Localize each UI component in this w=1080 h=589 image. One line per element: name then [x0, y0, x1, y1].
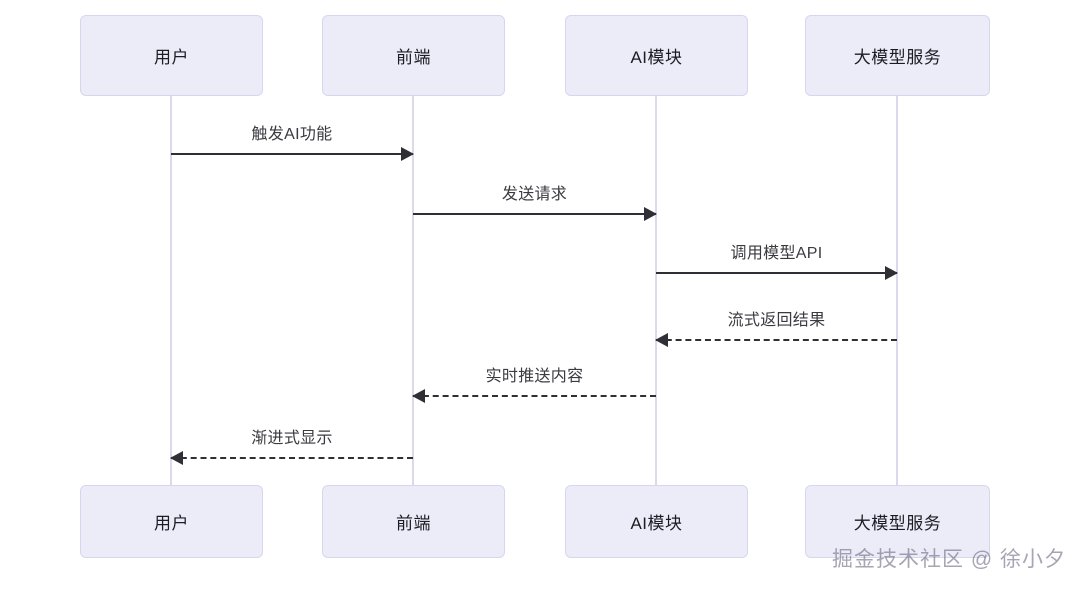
lifeline-llm — [896, 95, 898, 487]
participant-label-user-bottom: 用户 — [154, 514, 189, 533]
message-5-line — [413, 395, 656, 397]
participant-box-ai-bottom[interactable]: AI模块 — [565, 485, 748, 558]
message-5-arrowhead-icon — [412, 389, 425, 403]
message-4-line — [656, 339, 897, 341]
participant-box-ai-top[interactable]: AI模块 — [565, 15, 748, 96]
participant-label-frontend-bottom: 前端 — [396, 514, 431, 533]
message-3-label: 调用模型API — [730, 245, 823, 262]
participant-label-llm-top: 大模型服务 — [853, 48, 942, 67]
lifeline-frontend — [412, 95, 414, 487]
participant-label-ai-top: AI模块 — [630, 48, 683, 67]
lifeline-user — [170, 95, 172, 487]
participant-label-ai-bottom: AI模块 — [630, 514, 683, 533]
participant-box-user-top[interactable]: 用户 — [80, 15, 263, 96]
message-3-line — [656, 272, 897, 274]
message-6-arrowhead-icon — [170, 451, 183, 465]
participant-box-llm-bottom[interactable]: 大模型服务 — [805, 485, 990, 558]
message-4-label: 流式返回结果 — [727, 312, 826, 329]
message-5-label: 实时推送内容 — [485, 368, 584, 385]
participant-label-user-top: 用户 — [154, 48, 189, 67]
participant-box-frontend-bottom[interactable]: 前端 — [322, 485, 505, 558]
message-6-line — [171, 457, 413, 459]
message-6-label: 渐进式显示 — [251, 430, 333, 447]
lifeline-ai — [655, 95, 657, 487]
participant-box-frontend-top[interactable]: 前端 — [322, 15, 505, 96]
message-1-arrowhead-icon — [401, 147, 414, 161]
message-4-arrowhead-icon — [655, 333, 668, 347]
participant-label-frontend-top: 前端 — [396, 48, 431, 67]
watermark: 掘金技术社区 @ 徐小夕 — [832, 548, 1066, 571]
message-3-arrowhead-icon — [885, 266, 898, 280]
participant-label-llm-bottom: 大模型服务 — [853, 514, 942, 533]
participant-box-user-bottom[interactable]: 用户 — [80, 485, 263, 558]
message-2-arrowhead-icon — [644, 207, 657, 221]
message-2-label: 发送请求 — [501, 186, 568, 203]
participant-box-llm-top[interactable]: 大模型服务 — [805, 15, 990, 96]
message-2-line — [413, 213, 656, 215]
message-1-line — [171, 153, 413, 155]
message-1-label: 触发AI功能 — [251, 126, 333, 143]
